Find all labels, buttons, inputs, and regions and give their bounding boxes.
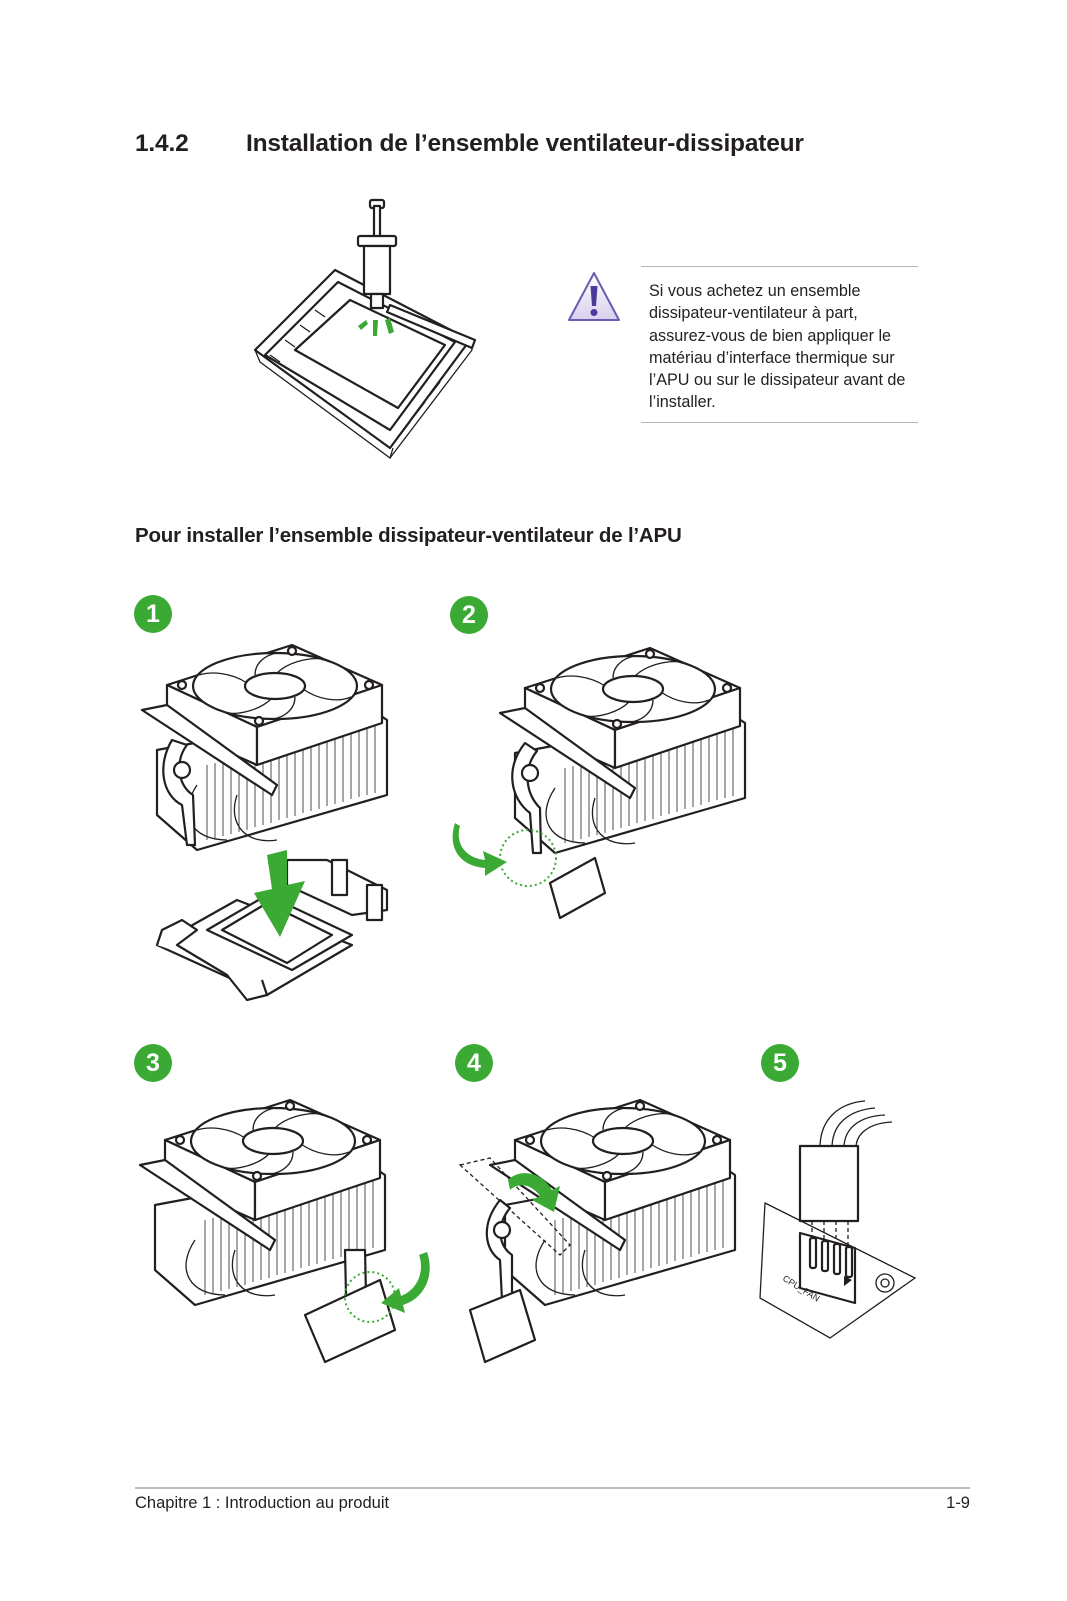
retention-lever-drawing xyxy=(511,741,607,920)
rotate-arrow-icon xyxy=(381,1252,430,1313)
procedure-subheading: Pour installer l’ensemble dissipateur-ve… xyxy=(135,524,682,547)
step-1-badge: 1 xyxy=(134,595,172,633)
latch-highlight-circle xyxy=(499,829,557,887)
footer-chapter: Chapitre 1 : Introduction au produit xyxy=(135,1494,390,1512)
rotate-arrow-icon xyxy=(508,1173,560,1212)
note-box: Si vous achetez un ensemble dissipateur-… xyxy=(641,266,918,423)
thermal-paste-syringe xyxy=(356,198,398,310)
warning-triangle-icon xyxy=(568,272,620,321)
note-text: Si vous achetez un ensemble dissipateur-… xyxy=(649,282,906,412)
step-1-illustration xyxy=(140,643,389,1002)
step-4-badge: 4 xyxy=(455,1044,493,1082)
paste-drop-marks xyxy=(358,318,394,336)
step-4-illustration xyxy=(458,1098,737,1364)
rotate-arrow-icon xyxy=(452,823,507,876)
section-number: 1.4.2 xyxy=(135,130,189,157)
fan-connector-plug xyxy=(798,1144,860,1223)
section-heading: 1.4.2 Installation de l’ensemble ventila… xyxy=(135,130,935,164)
footer-page-number: 1-9 xyxy=(946,1494,970,1512)
retention-lever-drawing xyxy=(162,738,197,847)
step-5-illustration: CPU_FAN xyxy=(759,1100,917,1339)
footer-rule xyxy=(135,1487,970,1489)
step-5-badge: 5 xyxy=(761,1044,799,1082)
apu-socket-drawing xyxy=(253,268,477,460)
step-2-illustration xyxy=(452,646,747,920)
section-title: Installation de l’ensemble ventilateur-d… xyxy=(246,130,804,157)
fan-cable-drawing xyxy=(819,1100,893,1149)
down-arrow-icon xyxy=(254,850,305,937)
retention-lever-drawing xyxy=(458,1157,571,1364)
cpu-fan-header xyxy=(798,1231,857,1305)
step-2-badge: 2 xyxy=(450,596,488,634)
step-3-badge: 3 xyxy=(134,1044,172,1082)
thermal-paste-illustration xyxy=(253,198,477,460)
step-3-illustration xyxy=(138,1098,430,1364)
retention-lever-drawing xyxy=(303,1248,397,1364)
